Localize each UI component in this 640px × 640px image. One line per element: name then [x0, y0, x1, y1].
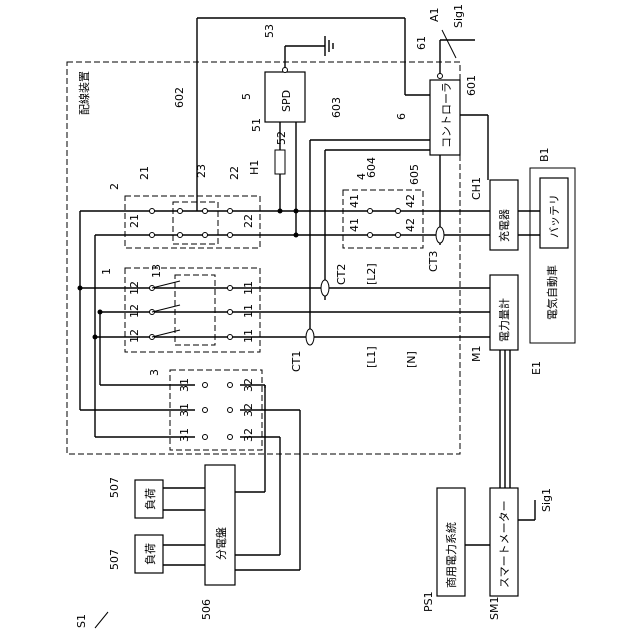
svg-text:31: 31 — [178, 403, 191, 417]
svg-text:506: 506 — [200, 599, 213, 620]
ct2-sensor — [321, 280, 329, 296]
svg-text:53: 53 — [263, 24, 276, 38]
svg-text:13: 13 — [150, 264, 163, 278]
svg-text:21: 21 — [128, 214, 141, 228]
svg-text:CT2: CT2 — [335, 264, 348, 285]
svg-text:Sig1: Sig1 — [452, 4, 465, 28]
svg-text:SM1: SM1 — [488, 597, 501, 620]
svg-text:スマートメーター: スマートメーター — [498, 500, 511, 588]
svg-text:604: 604 — [365, 157, 378, 178]
svg-text:CT1: CT1 — [290, 351, 303, 372]
ct3-sensor — [436, 227, 444, 243]
svg-text:負荷: 負荷 — [144, 488, 157, 510]
svg-text:[L2]: [L2] — [365, 263, 378, 285]
svg-text:11: 11 — [242, 281, 255, 295]
a1-leader — [442, 30, 456, 58]
svg-text:42: 42 — [404, 218, 417, 232]
svg-text:2: 2 — [108, 183, 121, 190]
svg-text:31: 31 — [178, 428, 191, 442]
svg-text:5: 5 — [240, 93, 253, 100]
ct1-sensor — [306, 329, 314, 345]
svg-text:32: 32 — [242, 403, 255, 417]
svg-text:1: 1 — [100, 268, 113, 275]
svg-text:負荷: 負荷 — [144, 543, 157, 565]
svg-text:バッテリ: バッテリ — [548, 194, 561, 238]
svg-text:[N]: [N] — [405, 351, 418, 368]
svg-text:B1: B1 — [538, 147, 551, 162]
svg-text:H1: H1 — [248, 160, 261, 175]
svg-text:507: 507 — [108, 549, 121, 570]
svg-text:電力量計: 電力量計 — [497, 298, 511, 342]
svg-text:11: 11 — [242, 304, 255, 318]
svg-text:11: 11 — [242, 329, 255, 343]
wiring-device-title: 配線装置 — [77, 71, 91, 115]
svg-text:商用電力系統: 商用電力系統 — [444, 522, 458, 588]
svg-text:51: 51 — [250, 118, 263, 132]
svg-text:12: 12 — [128, 281, 141, 295]
svg-text:605: 605 — [408, 164, 421, 185]
svg-text:32: 32 — [242, 428, 255, 442]
svg-text:601: 601 — [465, 75, 478, 96]
svg-text:分電盤: 分電盤 — [215, 527, 228, 560]
svg-text:E1: E1 — [530, 361, 543, 375]
svg-text:21: 21 — [138, 166, 151, 180]
svg-text:22: 22 — [228, 166, 241, 180]
svg-text:32: 32 — [242, 378, 255, 392]
svg-text:充電器: 充電器 — [497, 209, 511, 242]
svg-text:3: 3 — [148, 369, 161, 376]
svg-text:42: 42 — [404, 194, 417, 208]
svg-text:CT3: CT3 — [427, 251, 440, 272]
controller-label: コントローラ — [440, 82, 453, 148]
svg-text:31: 31 — [178, 378, 191, 392]
spd-label: SPD — [280, 90, 293, 112]
svg-text:61: 61 — [415, 36, 428, 50]
svg-text:602: 602 — [173, 87, 186, 108]
svg-text:52: 52 — [275, 131, 288, 145]
svg-text:CH1: CH1 — [470, 177, 483, 200]
enclosure-ref-a1: A1 — [428, 7, 441, 22]
switch-2-box — [125, 196, 260, 248]
svg-text:PS1: PS1 — [422, 591, 435, 612]
svg-text:41: 41 — [348, 218, 361, 232]
svg-text:M1: M1 — [470, 346, 483, 363]
figure-ref-s1: S1 — [75, 614, 88, 628]
switch-1-box — [125, 268, 260, 352]
svg-text:Sig1: Sig1 — [540, 488, 553, 512]
svg-text:12: 12 — [128, 329, 141, 343]
svg-text:[L1]: [L1] — [365, 346, 378, 368]
svg-text:22: 22 — [242, 214, 255, 228]
svg-text:603: 603 — [330, 97, 343, 118]
svg-text:507: 507 — [108, 477, 121, 498]
svg-text:電気自動車: 電気自動車 — [545, 265, 559, 320]
svg-text:12: 12 — [128, 304, 141, 318]
distribution-board-block — [205, 465, 235, 585]
svg-text:41: 41 — [348, 194, 361, 208]
svg-text:6: 6 — [395, 113, 408, 120]
